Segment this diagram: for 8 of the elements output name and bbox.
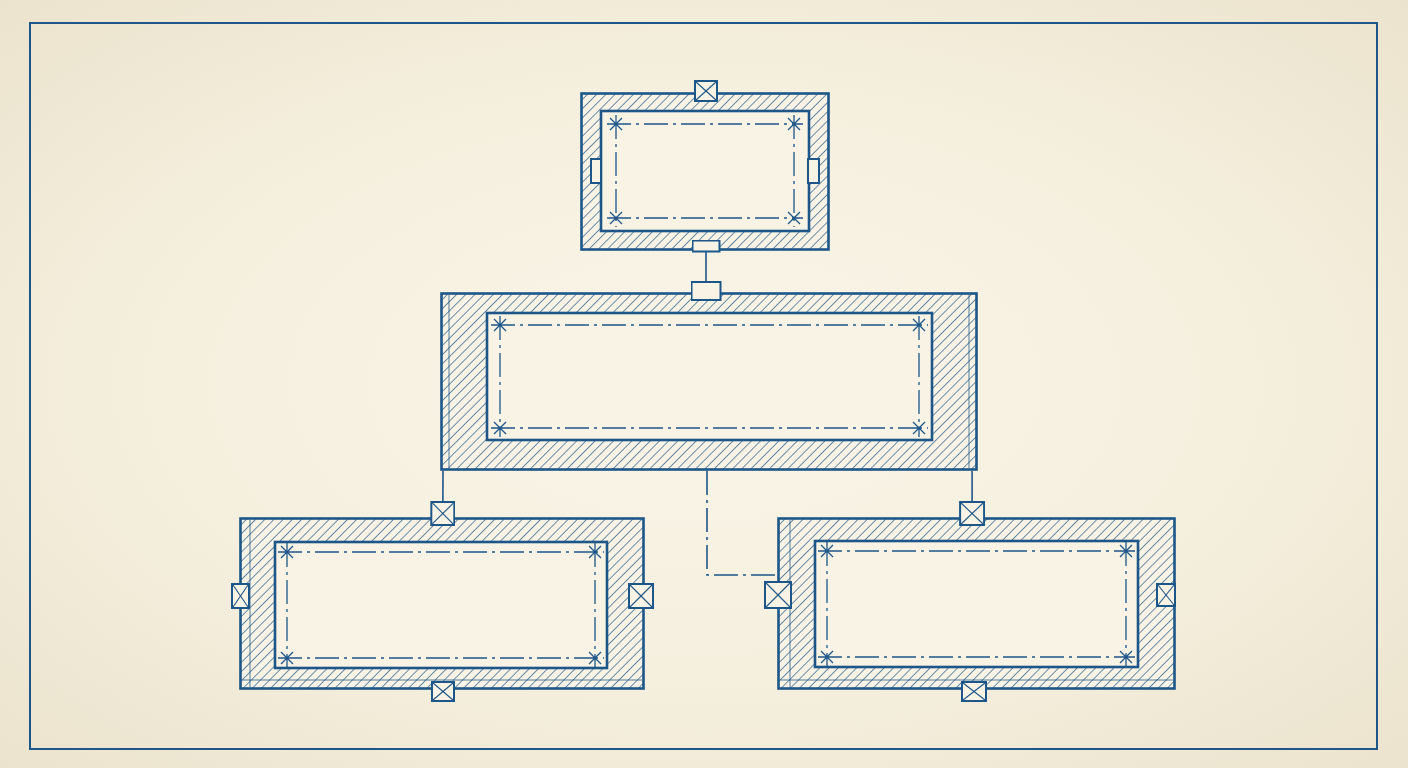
connector-line <box>959 470 986 526</box>
hatched-frame <box>239 517 645 690</box>
hatched-frame <box>440 292 978 471</box>
hatched-frame <box>580 92 830 251</box>
hatched-frame <box>777 517 1176 690</box>
connector-line <box>430 470 456 527</box>
dash-dot-line <box>706 470 778 576</box>
connector-line <box>690 239 722 301</box>
